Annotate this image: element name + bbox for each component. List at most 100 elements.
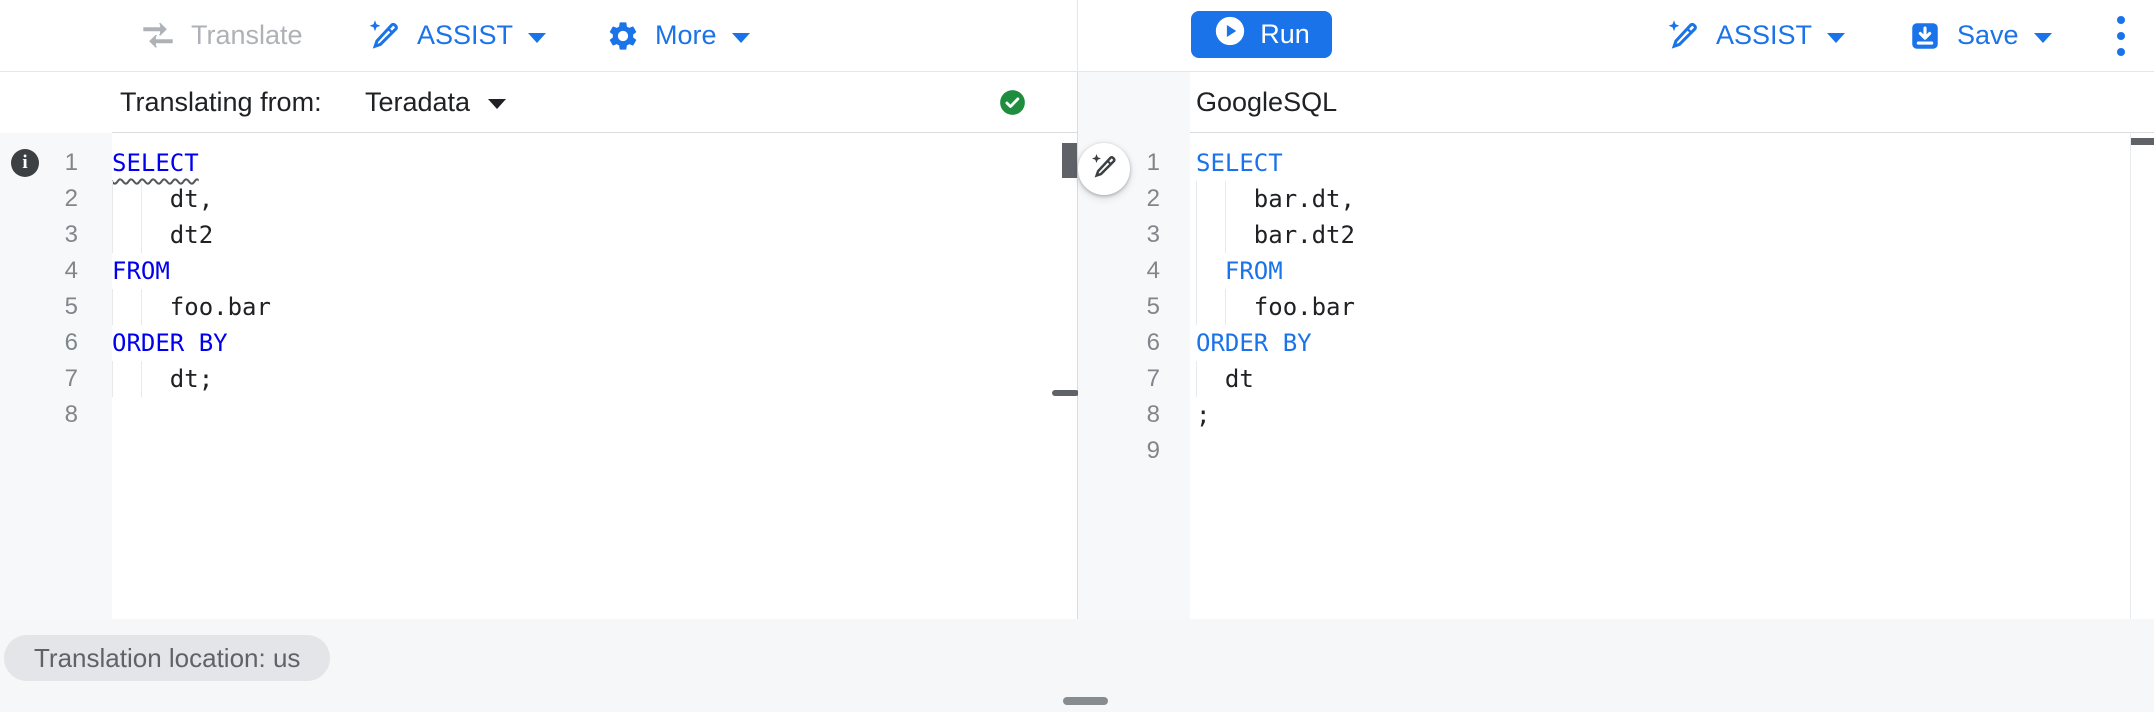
- indent-guide: [140, 217, 142, 253]
- info-circle-icon[interactable]: i: [11, 149, 39, 177]
- target-editor-vertical-scrollbar[interactable]: [2131, 138, 2154, 145]
- target-editor-scrollbar-track: [2130, 133, 2131, 619]
- chevron-down-icon: [528, 32, 547, 43]
- indent-guide: [1196, 181, 1197, 217]
- line-number: 2: [1146, 185, 1160, 212]
- indent-guide: [1196, 361, 1197, 397]
- target-header-border: [1078, 132, 2154, 133]
- code-line: dt: [1196, 361, 2130, 397]
- source-dialect-value: Teradata: [365, 86, 471, 117]
- translate-button-label: Translate: [191, 20, 303, 50]
- code-line: bar.dt,: [1196, 181, 2130, 217]
- code-line: bar.dt2: [1196, 217, 2130, 253]
- more-button[interactable]: More: [606, 0, 750, 71]
- translation-location-chip: Translation location: us: [4, 635, 331, 681]
- source-panel-header: [0, 72, 1077, 132]
- bottom-band: [0, 619, 2154, 712]
- code-line: FROM: [112, 253, 1077, 289]
- gear-icon: [606, 19, 640, 53]
- sql-keyword: SELECT: [1196, 149, 1283, 177]
- pen-spark-icon: [1089, 152, 1119, 187]
- vertical-splitter-handle[interactable]: [1052, 390, 1079, 396]
- assist-right-button[interactable]: ASSIST: [1665, 0, 1846, 71]
- source-header-border: [112, 132, 1077, 133]
- line-number: 8: [1146, 401, 1160, 428]
- run-button-label: Run: [1260, 19, 1310, 49]
- play-circle-icon: [1213, 14, 1247, 55]
- toolbar: Translate ASSIST More: [0, 0, 2154, 72]
- check-circle-icon: [999, 89, 1026, 116]
- line-number: 4: [1146, 257, 1160, 284]
- save-button[interactable]: Save: [1908, 0, 2052, 71]
- line-number: 5: [1146, 293, 1160, 320]
- code-line: foo.bar: [1196, 289, 2130, 325]
- line-number: 1: [1146, 149, 1160, 176]
- code-line: ORDER BY: [112, 325, 1077, 361]
- target-dialect-title: GoogleSQL: [1196, 86, 1338, 117]
- code-line: ORDER BY: [1196, 325, 2130, 361]
- chevron-down-icon: [488, 99, 507, 109]
- sql-text: dt;: [112, 365, 214, 393]
- indent-guide: [112, 217, 113, 253]
- chevron-down-icon: [2033, 32, 2052, 43]
- indent-guide: [112, 289, 113, 325]
- compare-arrows-icon: [140, 18, 176, 54]
- line-number: 3: [64, 221, 78, 248]
- inline-assist-fab[interactable]: [1078, 143, 1130, 195]
- horizontal-splitter-handle[interactable]: [1063, 697, 1108, 705]
- sql-text: bar.dt,: [1196, 185, 1355, 213]
- sql-text: dt2: [112, 221, 214, 249]
- assist-button-label: ASSIST: [417, 20, 514, 50]
- translating-from-label: Translating from:: [120, 86, 322, 117]
- line-number: 6: [64, 329, 78, 356]
- line-number: 3: [1146, 221, 1160, 248]
- source-dialect-select[interactable]: Teradata: [365, 72, 507, 132]
- target-panel-header: GoogleSQL: [1190, 72, 2154, 132]
- line-number: 8: [64, 401, 78, 428]
- line-number: 7: [64, 365, 78, 392]
- line-number: 9: [1146, 437, 1160, 464]
- sql-text: [1196, 257, 1225, 285]
- sql-text: bar.dt2: [1196, 221, 1355, 249]
- code-line: dt,: [112, 181, 1077, 217]
- line-number: 6: [1146, 329, 1160, 356]
- code-line: [1196, 433, 2130, 469]
- indent-guide: [1196, 217, 1197, 253]
- translation-location-text: Translation location: us: [34, 642, 301, 673]
- code-line: [112, 397, 1077, 433]
- assist-button[interactable]: ASSIST: [366, 0, 547, 71]
- line-number: 2: [64, 185, 78, 212]
- code-line: dt2: [112, 217, 1077, 253]
- indent-guide: [1224, 181, 1226, 217]
- line-number: 7: [1146, 365, 1160, 392]
- save-button-label: Save: [1957, 20, 2019, 50]
- translate-button[interactable]: Translate: [140, 0, 303, 71]
- indent-guide: [140, 361, 142, 397]
- run-button[interactable]: Run: [1191, 11, 1332, 58]
- indent-guide: [1224, 289, 1226, 325]
- indent-guide: [1196, 253, 1197, 289]
- panel-divider: [1077, 72, 1078, 619]
- indent-guide: [112, 181, 113, 217]
- sql-text: foo.bar: [112, 293, 271, 321]
- overflow-menu-button[interactable]: [2104, 0, 2138, 71]
- line-number: 1: [64, 149, 78, 176]
- indent-guide: [112, 361, 113, 397]
- sql-keyword: FROM: [112, 257, 170, 285]
- sql-keyword: ORDER BY: [1196, 329, 1312, 357]
- toolbar-divider: [1077, 0, 1078, 71]
- indent-guide: [140, 181, 142, 217]
- pen-spark-icon: [1665, 18, 1701, 54]
- indent-guide: [1196, 289, 1197, 325]
- source-editor-vertical-scrollbar[interactable]: [1062, 143, 1077, 178]
- line-number: 5: [64, 293, 78, 320]
- pen-spark-icon: [366, 18, 402, 54]
- indent-guide: [140, 289, 142, 325]
- chevron-down-icon: [731, 32, 750, 43]
- sql-text: dt: [1196, 365, 1254, 393]
- save-box-icon: [1908, 19, 1942, 53]
- sql-text: dt,: [112, 185, 214, 213]
